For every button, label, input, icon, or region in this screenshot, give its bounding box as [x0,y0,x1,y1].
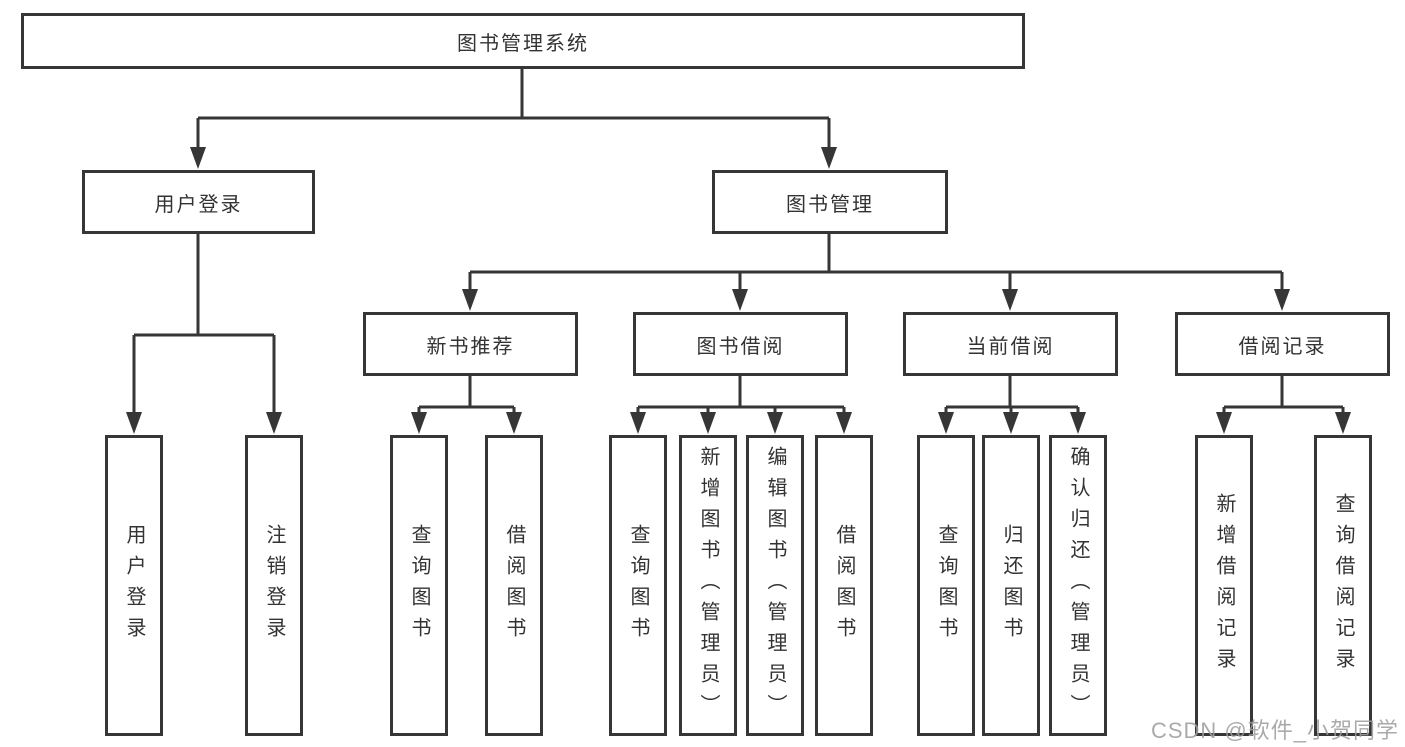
csdn-watermark: CSDN @软件_小贺同学 [1150,718,1399,743]
node-label: 图书管理系统 [457,32,589,55]
arrowheads [126,147,1351,434]
arrowhead [1274,289,1290,311]
node-label: 当前借阅 [966,335,1055,358]
arrowhead [411,412,427,434]
leaf-borrowing-add-books-admin: 新增图书（管理员） [679,435,737,736]
leaf-label: 注销登录 [263,523,285,648]
leaf-label: 查询图书 [408,523,430,648]
node-book-borrowing: 图书借阅 [633,312,848,376]
node-library-management-system: 图书管理系统 [21,13,1025,69]
leaf-recommend-query-books: 查询图书 [390,435,448,736]
leaf-label: 编辑图书（管理员） [764,446,786,725]
leaf-label: 查询图书 [935,523,957,648]
arrowhead [836,412,852,434]
leaf-borrowing-edit-books-admin: 编辑图书（管理员） [746,435,804,736]
arrowhead [938,412,954,434]
leaf-borrowing-borrow-books: 借阅图书 [815,435,873,736]
arrowhead [1002,289,1018,311]
node-label: 图书管理 [786,193,874,216]
leaf-label: 归还图书 [1000,523,1022,648]
leaf-label: 查询图书 [627,523,649,648]
arrowhead [506,412,522,434]
leaf-current-confirm-return-admin: 确认归还（管理员） [1049,435,1107,736]
node-user-login: 用户登录 [82,170,315,234]
leaf-records-add-borrow-record: 新增借阅记录 [1195,435,1253,736]
leaf-label: 新增借阅记录 [1213,492,1235,679]
arrowhead [1070,412,1086,434]
arrowhead [700,412,716,434]
leaf-borrowing-query-books: 查询图书 [609,435,667,736]
arrowhead [126,412,142,434]
leaf-label: 借阅图书 [833,523,855,648]
node-current-borrowing: 当前借阅 [903,312,1118,376]
arrowhead [266,412,282,434]
arrowhead [1216,412,1232,434]
leaf-current-return-books: 归还图书 [982,435,1040,736]
arrowhead [732,289,748,311]
node-new-book-recommendation: 新书推荐 [363,312,578,376]
leaf-label: 查询借阅记录 [1332,492,1354,679]
leaf-user-login: 用户登录 [105,435,163,736]
node-book-management: 图书管理 [712,170,948,234]
node-label: 新书推荐 [426,335,515,358]
arrowhead [767,412,783,434]
arrowhead [1003,412,1019,434]
arrowhead [630,412,646,434]
leaf-recommend-borrow-books: 借阅图书 [485,435,543,736]
leaf-label: 新增图书（管理员） [697,446,719,725]
arrowhead [821,147,837,169]
arrowhead [462,289,478,311]
leaf-records-query-borrow-record: 查询借阅记录 [1314,435,1372,736]
node-label: 借阅记录 [1238,335,1327,358]
node-borrowing-records: 借阅记录 [1175,312,1390,376]
leaf-logout: 注销登录 [245,435,303,736]
leaf-current-query-books: 查询图书 [917,435,975,736]
leaf-label: 确认归还（管理员） [1067,446,1089,725]
arrowhead [1335,412,1351,434]
leaf-label: 借阅图书 [503,523,525,648]
node-label: 图书借阅 [696,335,785,358]
node-label: 用户登录 [154,193,243,216]
leaf-label: 用户登录 [123,523,145,648]
arrowhead [190,147,206,169]
